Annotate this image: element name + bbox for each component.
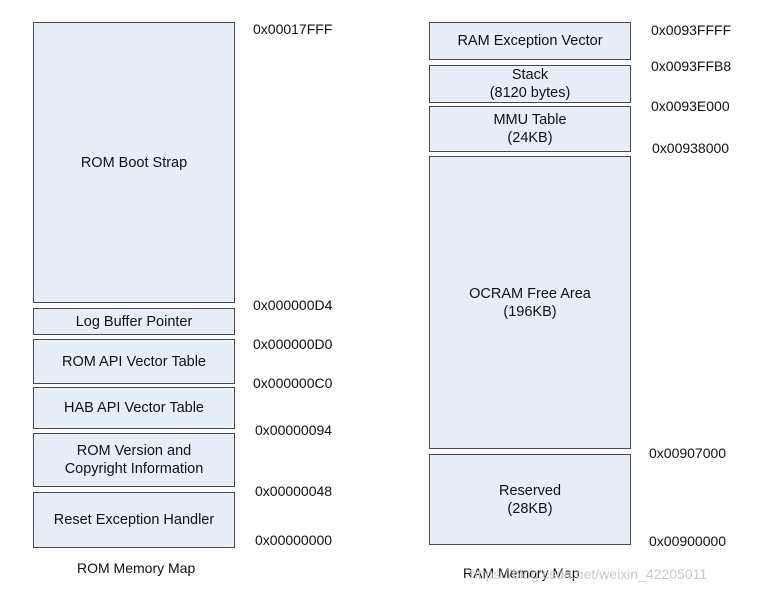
- block-label: Log Buffer Pointer: [75, 313, 193, 330]
- rom-address-label: 0x00000094: [255, 422, 333, 438]
- hab-api-vector-table-block: HAB API Vector Table: [33, 387, 235, 429]
- log-buffer-pointer-block: Log Buffer Pointer: [33, 308, 235, 335]
- block-label: ROM API Vector Table: [62, 353, 206, 370]
- rom-version-block: ROM Version and Copyright Information: [33, 433, 235, 487]
- block-sublabel: (28KB): [507, 500, 553, 517]
- block-label: Reserved: [498, 482, 562, 499]
- ocram-free-area-block: OCRAM Free Area (196KB): [429, 156, 631, 449]
- block-label: MMU Table: [493, 112, 567, 128]
- ram-address-label: 0x0093FFB8: [651, 58, 732, 74]
- rom-address-label: 0x000000D4: [253, 297, 333, 313]
- ram-address-label: 0x00938000: [652, 140, 730, 156]
- rom-boot-strap-block: ROM Boot Strap: [33, 22, 235, 303]
- watermark-text: https://blog.csdn.net/weixin_42205011: [470, 566, 708, 582]
- block-label: ROM Version and: [76, 443, 192, 459]
- ram-address-label: 0x0093E000: [651, 98, 730, 114]
- stack-block: Stack (8120 bytes): [429, 65, 631, 103]
- rom-address-label: 0x00000048: [255, 483, 333, 499]
- reserved-block: Reserved (28KB): [429, 454, 631, 545]
- rom-address-label: 0x00000000: [255, 532, 333, 548]
- rom-address-label: 0x00017FFF: [253, 21, 333, 37]
- block-sublabel: (196KB): [503, 303, 557, 320]
- ram-address-label: 0x0093FFFF: [651, 22, 732, 38]
- block-label: HAB API Vector Table: [64, 400, 204, 416]
- rom-address-label: 0x000000C0: [253, 375, 333, 391]
- ram-exception-vector-block: RAM Exception Vector: [429, 22, 631, 60]
- block-label: OCRAM Free Area: [469, 285, 591, 302]
- ram-address-label: 0x00900000: [649, 533, 727, 549]
- block-label: Stack: [511, 67, 549, 83]
- rom-map-caption: ROM Memory Map: [77, 560, 196, 576]
- block-label: RAM Exception Vector: [457, 33, 603, 49]
- block-label: Reset Exception Handler: [53, 512, 215, 528]
- reset-exception-handler-block: Reset Exception Handler: [33, 492, 235, 548]
- rom-address-label: 0x000000D0: [253, 336, 333, 352]
- block-sublabel: (8120 bytes): [489, 85, 571, 101]
- ram-address-label: 0x00907000: [649, 445, 727, 461]
- block-sublabel: Copyright Information: [64, 461, 204, 477]
- rom-api-vector-table-block: ROM API Vector Table: [33, 339, 235, 384]
- mmu-table-block: MMU Table (24KB): [429, 106, 631, 152]
- ram-map-caption: RAM Memory Map: [463, 565, 580, 581]
- block-sublabel: (24KB): [507, 130, 553, 146]
- block-label: ROM Boot Strap: [80, 154, 188, 171]
